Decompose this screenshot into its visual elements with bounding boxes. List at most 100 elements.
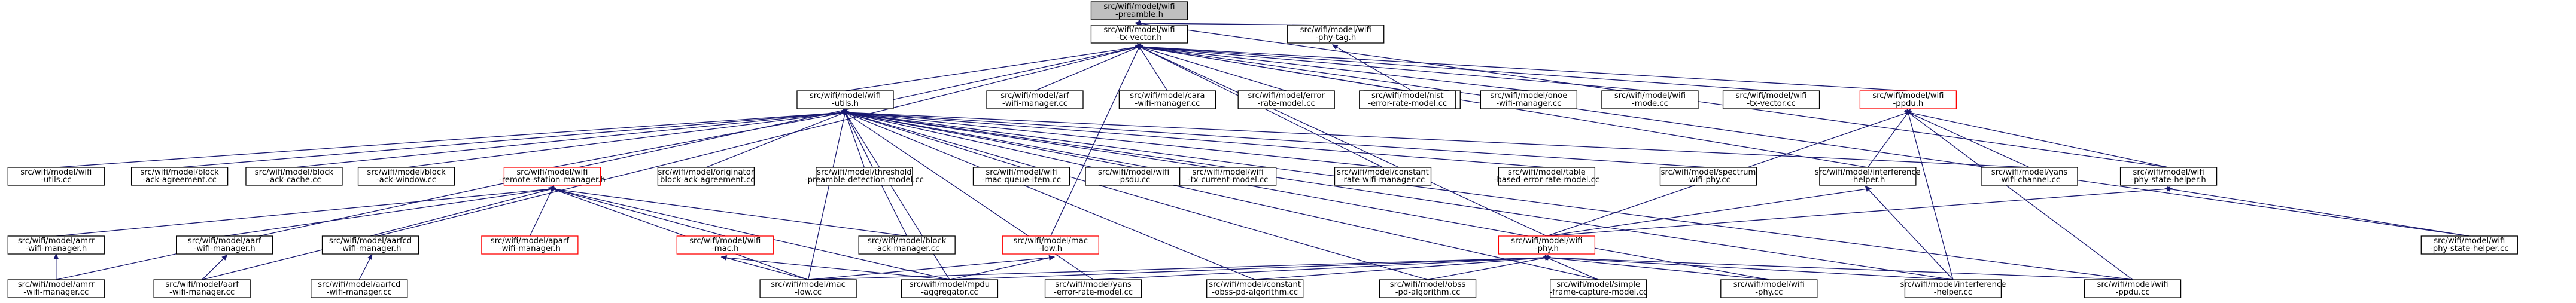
node-amrrh[interactable]: src/wifi/model/amrr-wifi-manager.h [7,235,105,255]
node-origin[interactable]: src/wifi/model/originator-block-ack-agre… [657,167,755,186]
node-label-line: -preamble.h [1115,10,1163,19]
edge-threshold-to-utils [844,112,865,168]
node-aarfcdcc[interactable]: src/wifi/model/aarfcd-wifi-manager.cc [311,279,408,298]
node-maclowcc[interactable]: src/wifi/model/mac-low.cc [759,279,857,298]
node-label-line: src/wifi/model/yans [1991,168,2068,177]
node-aarfcc[interactable]: src/wifi/model/aarf-wifi-manager.cc [153,279,251,298]
node-label-line: -wifi-manager.cc [169,288,235,297]
edge-yanschan-to-utils [845,112,2030,168]
node-pshelper[interactable]: src/wifi/model/wifi-phy-state-helper.h [2119,167,2218,186]
node-interfh[interactable]: src/wifi/model/interference-helper.h [1815,167,1921,186]
edge-aarfcc-to-aarfh [202,257,225,280]
node-box [311,279,408,298]
node-obsscc[interactable]: src/wifi/model/obss-pd-algorithm.cc [1379,279,1477,298]
edge-phycc-to-phyh [1546,257,1769,280]
edge-interfcc-to-interfh [1867,188,1954,280]
node-label-line: -tx-current-model.cc [1188,176,1269,185]
node-nistcc[interactable]: src/wifi/model/nist-error-rate-model.cc [1359,90,1456,109]
edge-interfcc-to-phyh [1546,257,1953,280]
node-blockackagr[interactable]: src/wifi/model/block-ack-agreement.cc [130,167,229,186]
node-label-line: -utils.h [832,99,859,108]
edge-pshcc-to-pshelper [2168,188,2469,237]
node-aarfcdh[interactable]: src/wifi/model/aarfcd-wifi-manager.h [321,235,419,255]
node-amrrcc[interactable]: src/wifi/model/amrr-wifi-manager.cc [7,279,105,298]
node-yanschan[interactable]: src/wifi/model/yans-wifi-channel.cc [1981,167,2078,186]
node-mach[interactable]: src/wifi/model/wifi-mac.h [676,235,774,255]
node-label-line: -wifi-manager.cc [1135,99,1200,108]
node-maclowh[interactable]: src/wifi/model/mac-low.h [1002,235,1099,255]
node-blockackwin[interactable]: src/wifi/model/block-ack-window.cc [357,167,455,186]
node-label-line: src/wifi/model/interference [1815,168,1921,177]
node-label-line: -wifi-manager.h [340,244,402,253]
node-yanserr[interactable]: src/wifi/model/yans-error-rate-model.cc [1044,279,1142,298]
node-preamble[interactable]: src/wifi/model/wifi-preamble.h [1090,1,1188,20]
node-simplecc[interactable]: src/wifi/model/simple-frame-capture-mode… [1549,279,1647,298]
node-spectrum[interactable]: src/wifi/model/spectrum-wifi-phy.cc [1659,167,1757,186]
node-label-line: -wifi-channel.cc [1999,176,2060,185]
edge-arrowhead [1135,44,1142,50]
node-label-line: src/wifi/model/obss [1390,280,1466,289]
node-modecc[interactable]: src/wifi/model/wifi-mode.cc [1601,90,1699,109]
node-ppdu[interactable]: src/wifi/model/wifi-ppdu.h [1859,90,1957,109]
node-phycc[interactable]: src/wifi/model/wifi-phy.cc [1720,279,1818,298]
node-threshold[interactable]: src/wifi/model/threshold-preamble-detect… [805,167,924,186]
node-psducc[interactable]: src/wifi/model/wifi-psdu.cc [1085,167,1182,186]
node-blockackcache[interactable]: src/wifi/model/block-ack-cache.cc [245,167,343,186]
node-bam[interactable]: src/wifi/model/block-ack-manager.cc [858,235,956,255]
node-phytag[interactable]: src/wifi/model/wifi-phy-tag.h [1287,25,1385,44]
node-table[interactable]: src/wifi/model/table-based-error-rate-mo… [1494,167,1599,186]
node-label-line: src/wifi/model/mac [771,280,846,289]
node-ppducc[interactable]: src/wifi/model/wifi-ppdu.cc [2084,279,2182,298]
node-box [1237,90,1335,109]
node-queueitem[interactable]: src/wifi/model/wifi-mac-queue-item.cc [972,167,1070,186]
edge-ppducc-to-utils [845,112,2133,280]
node-label-line: src/wifi/model/mac [1013,237,1088,246]
node-label-line: src/wifi/model/interference [1900,280,2006,289]
node-txvector[interactable]: src/wifi/model/wifi-tx-vector.h [1090,25,1188,44]
node-box [1601,90,1699,109]
edge-constobss-to-utils [845,112,1255,280]
node-errorcc[interactable]: src/wifi/model/error-rate-model.cc [1237,90,1335,109]
node-utilscc[interactable]: src/wifi/model/wifi-utils.cc [7,167,105,186]
node-utils[interactable]: src/wifi/model/wifi-utils.h [796,90,894,109]
node-caracc[interactable]: src/wifi/model/cara-wifi-manager.cc [1118,90,1216,109]
node-pshcc[interactable]: src/wifi/model/wifi-phy-state-helper.cc [2420,235,2518,255]
edge-arrowhead [1905,109,1911,115]
node-interfcc[interactable]: src/wifi/model/interference-helper.cc [1900,279,2006,298]
node-constobss[interactable]: src/wifi/model/constant-obss-pd-algorith… [1206,279,1304,298]
node-label-line: src/wifi/model/arf [1000,91,1069,100]
node-txveccc[interactable]: src/wifi/model/wifi-tx-vector.cc [1722,90,1820,109]
edge-blockackwin-to-utils [406,112,846,168]
node-constrate[interactable]: src/wifi/model/constant-rate-wifi-manage… [1334,167,1432,186]
node-label-line: src/wifi/model/aparf [491,237,569,246]
edge-arrowhead [1542,255,1549,261]
node-rsm[interactable]: src/wifi/model/wifi-remote-station-manag… [499,167,606,186]
node-txcurrent[interactable]: src/wifi/model/wifi-tx-current-model.cc [1179,167,1277,186]
edge-arrowhead [1135,21,1142,26]
edge-obsscc-to-phyh [1427,257,1547,280]
edge-modecc-to-txvector [1139,46,1650,91]
node-aarfh[interactable]: src/wifi/model/aarf-wifi-manager.h [176,235,273,255]
node-box [1981,167,2078,186]
edge-arrowhead [2167,186,2173,192]
node-label-line: src/wifi/model/aarf [165,280,239,289]
node-label-line: -helper.h [1850,176,1885,185]
node-arfcc[interactable]: src/wifi/model/arf-wifi-manager.cc [986,90,1084,109]
node-box [816,167,913,186]
node-label-line: src/wifi/model/wifi [1098,168,1169,177]
edge-aarfh-to-rsm [224,188,552,237]
node-label-line: -wifi-manager.cc [1002,99,1067,108]
node-label-line: -based-error-rate-model.cc [1494,176,1599,185]
node-label-line: src/wifi/model/originator [658,168,755,177]
node-box [1002,235,1099,255]
node-mpducc[interactable]: src/wifi/model/mpdu-aggregator.cc [901,279,999,298]
edge-caracc-to-txvector [1139,46,1168,91]
node-aparfh[interactable]: src/wifi/model/aparf-wifi-manager.h [481,235,579,255]
node-phyh[interactable]: src/wifi/model/wifi-phy.h [1498,235,1596,255]
node-onoecc[interactable]: src/wifi/model/onoe-wifi-manager.cc [1480,90,1578,109]
node-box [176,235,273,255]
node-label-line: src/wifi/model/wifi [1511,237,1582,246]
node-box [1659,167,1757,186]
edge-blockackagr-to-utils [180,112,846,168]
node-box [481,235,579,255]
